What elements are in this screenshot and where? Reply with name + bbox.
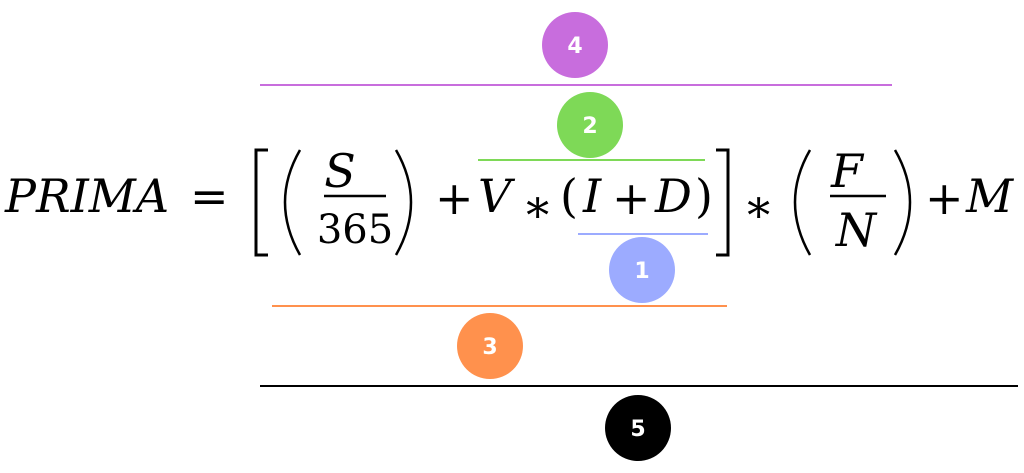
marker-4-label: 4 <box>567 34 582 59</box>
equals-sign: = <box>190 169 229 223</box>
var-F: F <box>830 144 865 198</box>
formula-lhs: PRIMA <box>4 169 169 223</box>
marker-1-circle <box>609 237 675 303</box>
left-paren-3 <box>793 149 812 256</box>
right-paren-3 <box>893 149 912 256</box>
marker-2-label: 2 <box>582 114 597 139</box>
marker-3-label: 3 <box>482 335 497 360</box>
times-1: ∗ <box>522 179 553 233</box>
plus-1: + <box>435 171 474 225</box>
plus-3: + <box>925 171 964 225</box>
marker-5-label: 5 <box>630 417 645 442</box>
right-bracket <box>716 148 730 257</box>
times-2: ∗ <box>743 179 774 233</box>
var-V: V <box>478 169 516 223</box>
marker-5-circle <box>605 395 671 461</box>
var-M: M <box>965 169 1015 223</box>
var-I: I <box>582 169 602 223</box>
right-paren-1 <box>394 149 413 256</box>
var-S: S <box>324 144 356 198</box>
left-paren-1 <box>283 149 302 256</box>
marker-1-label: 1 <box>634 259 649 284</box>
days-365: 365 <box>317 207 393 253</box>
marker-2-circle <box>557 92 623 158</box>
marker-3-circle <box>457 313 523 379</box>
var-D: D <box>654 169 692 223</box>
left-bracket <box>254 148 268 257</box>
left-paren-2: ( <box>560 169 578 223</box>
var-N: N <box>835 203 878 257</box>
marker-4-circle <box>542 12 608 78</box>
plus-2: + <box>612 171 651 225</box>
right-paren-2: ) <box>695 169 713 223</box>
